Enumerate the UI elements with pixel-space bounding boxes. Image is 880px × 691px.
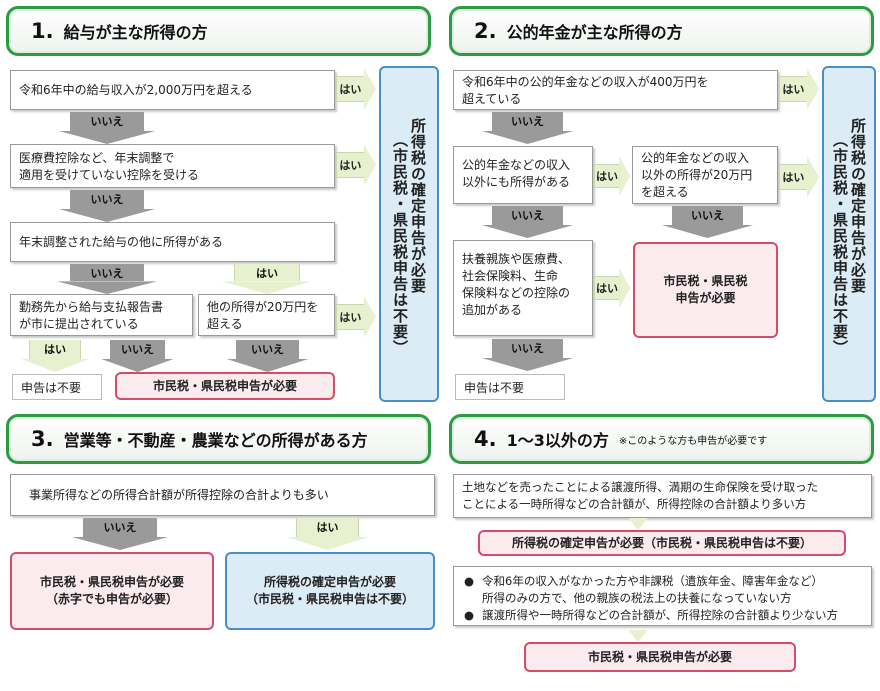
s4-arrow-1	[628, 518, 648, 530]
s1-yes-arrow-5: はい	[20, 340, 90, 372]
section4-title: 1～3以外の方	[506, 431, 609, 450]
s1-no-arrow-5: いいえ	[225, 340, 310, 372]
s4-result-income-tax-required: 所得税の確定申告が必要（市民税・県民税申告は不要）	[478, 530, 846, 556]
s3-yes-arrow: はい	[285, 518, 370, 550]
s2-yes-arrow-3: はい	[779, 156, 819, 198]
section4-number: 4.	[474, 427, 497, 451]
section2-title: 公的年金が主な所得の方	[506, 23, 683, 42]
s2-no-arrow-4: いいえ	[480, 339, 575, 371]
section4-header: 4. 1～3以外の方 ※このような方も申告が必要です	[449, 414, 874, 464]
section2-number: 2.	[474, 19, 497, 43]
section2-header: 2. 公的年金が主な所得の方	[449, 6, 874, 56]
s1-yes-arrow-1: はい	[336, 68, 376, 110]
section3-number: 3.	[31, 427, 54, 451]
s2-yes-arrow-2: はい	[594, 156, 630, 196]
section3-header: 3. 営業等・不動産・農業などの所得がある方	[6, 414, 431, 464]
s2-result-city-tax-required: 市民税・県民税申告が必要	[633, 242, 778, 338]
s2-question-other-income: 公的年金などの収入以外にも所得がある	[453, 146, 593, 204]
s2-result-income-tax-vertical: 所得税の確定申告が必要 （市民税・県民税申告は不要）	[822, 66, 876, 402]
s2-yes-arrow-1: はい	[779, 68, 819, 110]
section1-header: 1. 給与が主な所得の方	[6, 6, 431, 56]
s1-question-deduction: 医療費控除など、年末調整で適用を受けていない控除を受ける	[10, 144, 335, 188]
s3-question-business-income: 事業所得などの所得合計額が所得控除の合計よりも多い	[10, 474, 435, 516]
s3-result-income-tax-required: 所得税の確定申告が必要（市民税・県民税申告は不要）	[225, 552, 435, 630]
s2-question-deductions: 扶養親族や医療費、社会保険料、生命保険料などの控除の追加がある	[453, 240, 593, 336]
section4-note: ※このような方も申告が必要です	[618, 435, 768, 447]
s1-no-arrow-3: いいえ	[57, 264, 157, 294]
s1-no-arrow-4: いいえ	[100, 340, 175, 372]
section3-title: 営業等・不動産・農業などの所得がある方	[63, 431, 368, 450]
s4-result-city-tax-required: 市民税・県民税申告が必要	[524, 642, 796, 672]
section1-number: 1.	[31, 19, 54, 43]
s3-result-city-tax-required: 市民税・県民税申告が必要（赤字でも申告が必要）	[10, 552, 214, 630]
s3-no-arrow: いいえ	[70, 518, 170, 550]
s2-no-arrow-3: いいえ	[660, 206, 755, 238]
s4-question-transfer-income: 土地などを売ったことによる譲渡所得、満期の生命保険を受け取ったことによる一時所得…	[453, 474, 872, 518]
s1-no-arrow-1: いいえ	[57, 112, 157, 144]
s1-yes-arrow-3: はい	[222, 264, 312, 294]
s1-question-report-submitted: 勤務先から給与支払報告書が市に提出されている	[10, 294, 193, 336]
s1-no-arrow-2: いいえ	[57, 190, 157, 222]
s4-arrow-2	[628, 630, 648, 642]
s2-no-arrow-2: いいえ	[480, 206, 575, 238]
s2-question-pension-over-4m: 令和6年中の公的年金などの収入が400万円を超えている	[453, 70, 778, 110]
s1-yes-arrow-4: はい	[336, 296, 376, 338]
s1-yes-arrow-2: はい	[336, 144, 376, 186]
s1-result-not-required: 申告は不要	[12, 374, 102, 400]
s2-no-arrow-1: いいえ	[480, 112, 575, 144]
s2-result-not-required: 申告は不要	[455, 374, 565, 400]
s4-bullet-item-2: ● 譲渡所得や一時所得などの合計額が、所得控除の合計額より少ない方	[464, 608, 839, 622]
s2-yes-arrow-4: はい	[594, 268, 630, 308]
s1-result-city-tax-required: 市民税・県民税申告が必要	[115, 372, 335, 400]
s1-question-other-income: 年末調整された給与の他に所得がある	[10, 222, 335, 262]
s2-question-other-over-200k: 公的年金などの収入以外の所得が20万円を超える	[632, 146, 778, 204]
s1-result-income-tax-vertical: 所得税の確定申告が必要 （市民税・県民税申告は不要）	[379, 66, 439, 402]
s1-question-over-200k: 他の所得が20万円を超える	[198, 294, 335, 336]
s1-question-salary-over-20m: 令和6年中の給与収入が2,000万円を超える	[10, 70, 335, 110]
s4-bullet-list: ● 令和6年の収入がなかった方や非課税（遺族年金、障害年金など）所得のみの方で、…	[453, 566, 872, 626]
s4-bullet-item-1: ● 令和6年の収入がなかった方や非課税（遺族年金、障害年金など）所得のみの方で、…	[464, 574, 823, 605]
section1-title: 給与が主な所得の方	[63, 23, 208, 42]
